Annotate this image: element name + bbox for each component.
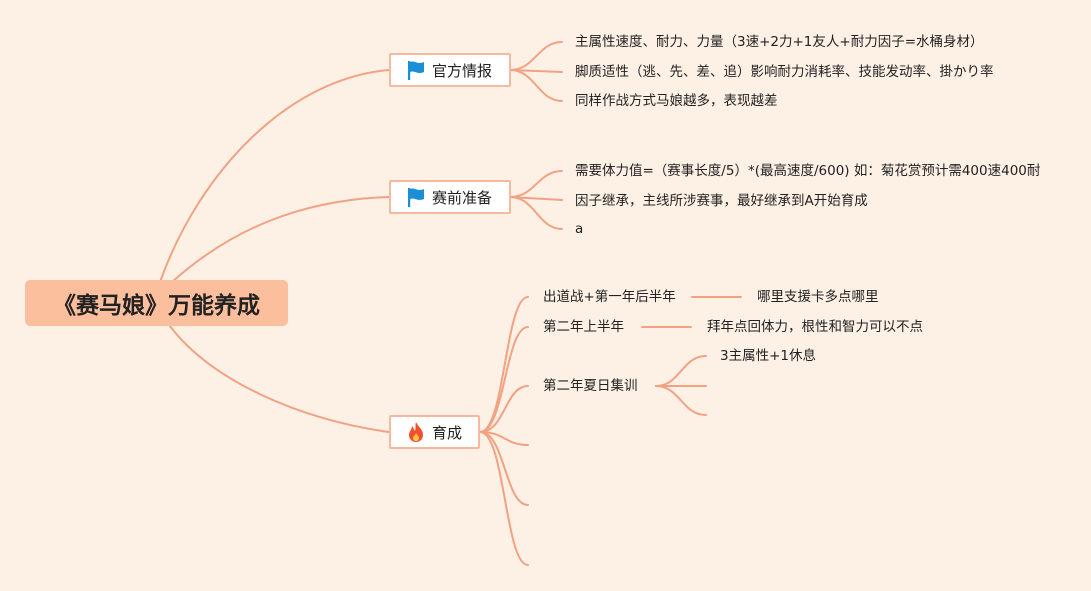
fire-icon — [409, 422, 423, 442]
leaf-second-year-first-half[interactable]: 第二年上半年 — [543, 319, 624, 335]
branch-label: 官方情报 — [432, 61, 493, 80]
link-summer-1 — [655, 355, 707, 387]
leaf-same-strategy[interactable]: 同样作战方式马娘越多，表现越差 — [575, 93, 778, 109]
link-prep-1 — [509, 170, 563, 198]
branch-label: 赛前准备 — [432, 188, 493, 207]
leaf-running-style[interactable]: 脚质适性（逃、先、差、追）影响耐力消耗率、技能发动率、掛かり率 — [575, 64, 994, 80]
link-official-1 — [509, 41, 563, 71]
blue-flag-icon — [408, 61, 424, 80]
branch-label: 育成 — [432, 423, 463, 442]
leaf-factor-inheritance[interactable]: 因子继承，主线所涉赛事，最好继承到A开始育成 — [575, 193, 868, 209]
leaf-debut-first-year[interactable]: 出道战+第一年后半年 — [543, 289, 676, 305]
branch-official-info[interactable]: 官方情报 — [389, 53, 511, 87]
link-root-prep — [171, 196, 390, 283]
link-train-5 — [479, 431, 529, 506]
leaf-summer-camp-child[interactable]: 3主属性+1休息 — [720, 348, 816, 364]
root-title: 《赛马娘》万能养成 — [53, 293, 260, 319]
blue-flag-icon — [408, 188, 424, 207]
link-train-2 — [479, 326, 529, 433]
link-root-official — [159, 69, 390, 283]
leaf-summer-camp[interactable]: 第二年夏日集训 — [543, 378, 638, 394]
link-summer-3 — [655, 385, 707, 416]
leaf-stamina-formula[interactable]: 需要体力值=（赛事长度/5）*(最高速度/600) 如：菊花赏预计需400速40… — [575, 163, 1041, 179]
leaf-placeholder-a[interactable]: a — [575, 221, 584, 237]
branch-pre-race-prep[interactable]: 赛前准备 — [389, 180, 511, 214]
leaf-main-attributes[interactable]: 主属性速度、耐力、力量（3速+2力+1友人+耐力因子=水桶身材） — [575, 34, 984, 50]
link-train-1 — [479, 296, 529, 433]
link-prep-3 — [509, 196, 563, 230]
branch-training[interactable]: 育成 — [389, 415, 480, 449]
link-official-2 — [509, 69, 563, 73]
link-train-3 — [479, 385, 529, 433]
link-official-3 — [509, 69, 563, 102]
root-topic[interactable]: 《赛马娘》万能养成 — [25, 280, 288, 326]
leaf-debut-child[interactable]: 哪里支援卡多点哪里 — [757, 289, 879, 305]
link-train-6 — [479, 431, 529, 566]
link-root-train — [169, 325, 390, 433]
leaf-second-year-child[interactable]: 拜年点回体力，根性和智力可以不点 — [707, 319, 923, 335]
